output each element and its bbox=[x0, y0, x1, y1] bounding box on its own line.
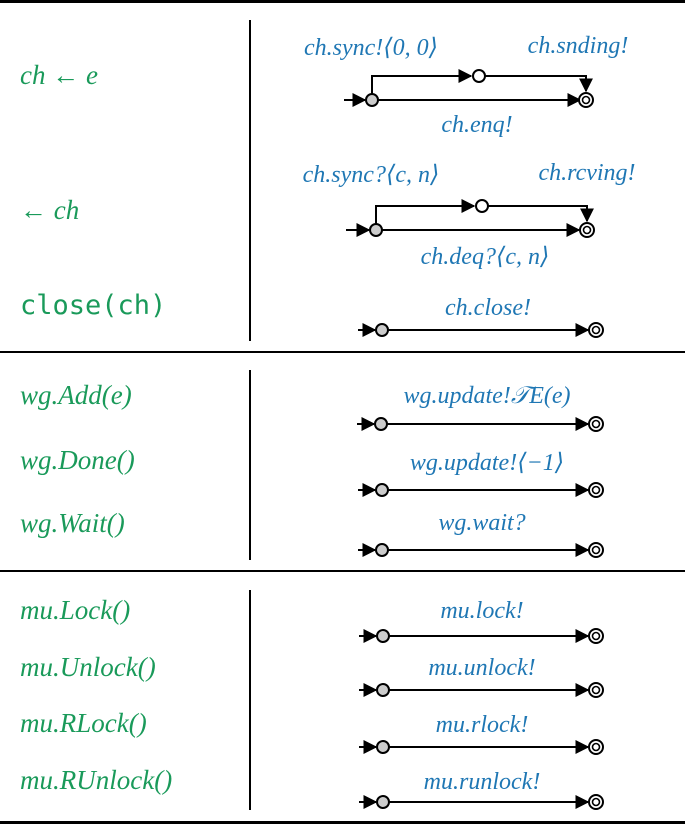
wg-wait-final-state-inner bbox=[591, 545, 601, 555]
label-sync-send: ch.sync!⟨0, 0⟩ bbox=[303, 35, 439, 61]
mu-lock-initial-state bbox=[376, 629, 390, 643]
wg-done-initial-state bbox=[375, 483, 389, 497]
statement-receive: ← ch bbox=[20, 195, 80, 225]
column-separator-2 bbox=[249, 370, 251, 560]
top-rule bbox=[0, 0, 685, 3]
mu-lock-final-state-inner bbox=[591, 631, 601, 641]
send-intermediate-state bbox=[472, 69, 486, 83]
send-snding-arrow bbox=[485, 75, 593, 93]
label-sync-receive: ch.sync?⟨c, n⟩ bbox=[302, 162, 440, 188]
section-rule-2 bbox=[0, 570, 685, 572]
statement-close: close(ch) bbox=[20, 290, 167, 321]
receive-final-state-inner bbox=[582, 225, 592, 235]
label-mu-unlock: mu.unlock! bbox=[428, 655, 536, 681]
send-sync-arrow bbox=[371, 69, 473, 94]
receive-rcving-arrow bbox=[488, 205, 594, 223]
label-rcving: ch.rcving! bbox=[538, 160, 636, 186]
label-mu-lock: mu.lock! bbox=[440, 598, 524, 624]
label-mu-runlock: mu.runlock! bbox=[423, 769, 541, 795]
label-enq: ch.enq! bbox=[441, 112, 513, 138]
close-final-state-inner bbox=[591, 325, 601, 335]
wg-add-final-state-inner bbox=[591, 419, 601, 429]
section-rule-1 bbox=[0, 351, 685, 353]
label-close: ch.close! bbox=[445, 295, 531, 321]
statement-send: ch ← e bbox=[20, 60, 98, 90]
mu-runlock-initial-state bbox=[376, 795, 390, 809]
statement-mu-lock: mu.Lock() bbox=[20, 595, 131, 625]
statement-mu-runlock: mu.RUnlock() bbox=[20, 765, 173, 795]
mu-unlock-initial-state bbox=[376, 683, 390, 697]
receive-intermediate-state bbox=[475, 199, 489, 213]
label-deq: ch.deq?⟨c, n⟩ bbox=[420, 244, 550, 270]
label-wg-wait: wg.wait? bbox=[438, 510, 526, 536]
label-wg-update-done: wg.update!⟨−1⟩ bbox=[409, 450, 565, 476]
send-initial-state bbox=[365, 93, 379, 107]
wg-wait-initial-state bbox=[375, 543, 389, 557]
statement-mu-rlock: mu.RLock() bbox=[20, 708, 147, 738]
bottom-rule bbox=[0, 821, 685, 824]
receive-initial-state bbox=[369, 223, 383, 237]
close-initial-state bbox=[375, 323, 389, 337]
column-separator-3 bbox=[249, 590, 251, 810]
statement-wg-done: wg.Done() bbox=[20, 445, 135, 475]
mu-unlock-final-state-inner bbox=[591, 685, 601, 695]
send-final-state-inner bbox=[581, 95, 591, 105]
column-separator-1 bbox=[249, 20, 251, 341]
mu-rlock-final-state-inner bbox=[591, 742, 601, 752]
label-mu-rlock: mu.rlock! bbox=[435, 712, 529, 738]
statement-wg-wait: wg.Wait() bbox=[20, 508, 125, 538]
statement-mu-unlock: mu.Unlock() bbox=[20, 652, 156, 682]
mu-runlock-final-state-inner bbox=[591, 797, 601, 807]
label-wg-update-add: wg.update!𝒯E(e) bbox=[403, 383, 571, 409]
wg-add-initial-state bbox=[374, 417, 388, 431]
label-snding: ch.snding! bbox=[527, 33, 629, 59]
wg-done-final-state-inner bbox=[591, 485, 601, 495]
mu-rlock-initial-state bbox=[376, 740, 390, 754]
statement-wg-add: wg.Add(e) bbox=[20, 380, 132, 410]
receive-sync-arrow bbox=[375, 199, 476, 224]
